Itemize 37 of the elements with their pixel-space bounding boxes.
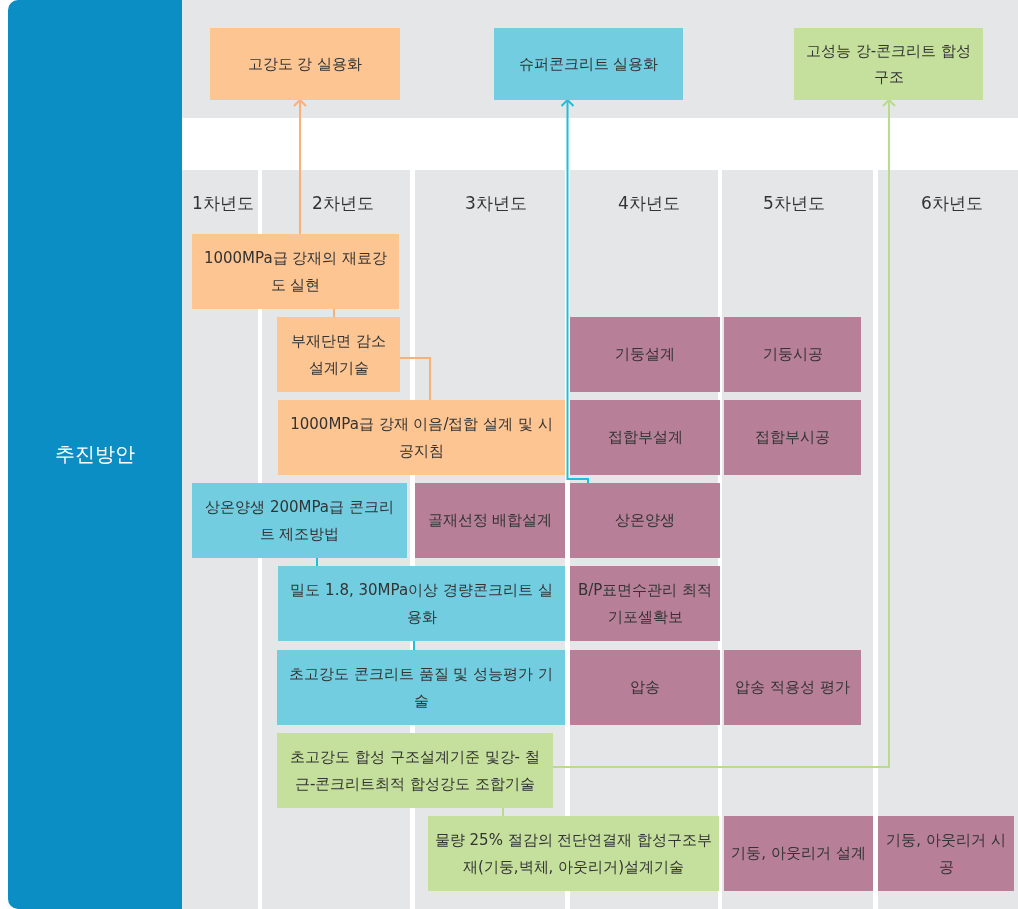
- task-box: 접합부시공: [724, 400, 861, 475]
- task-box: B/P표면수관리 최적 기포셀확보: [570, 566, 720, 641]
- task-box: 상온양생: [570, 483, 720, 558]
- task-box: 압송: [570, 650, 720, 725]
- task-box: 접합부설계: [570, 400, 720, 475]
- year-header: 1차년도: [192, 192, 254, 215]
- goal-box: 슈퍼콘크리트 실용화: [494, 28, 683, 100]
- goal-box: 고강도 강 실용화: [210, 28, 400, 100]
- arrow: [552, 99, 896, 768]
- task-box: 초고강도 합성 구조설계기준 및강- 철근-콘크리트최적 합성강도 조합기술: [277, 733, 553, 808]
- year-header: 6차년도: [921, 192, 983, 215]
- task-box: 부재단면 감소 설계기술: [277, 317, 400, 392]
- year-header: 4차년도: [618, 192, 680, 215]
- sidebar-panel: 추진방안: [8, 0, 182, 909]
- connector-line: [502, 807, 504, 817]
- arrow: [293, 99, 307, 235]
- task-box: 1000MPa급 강재 이음/접합 설계 및 시공지침: [278, 400, 565, 475]
- task-box: 초고강도 콘크리트 품질 및 성능평가 기술: [277, 650, 565, 725]
- task-box: 기둥, 아웃리거 설계: [724, 816, 873, 891]
- task-box: 압송 적용성 평가: [724, 650, 861, 725]
- year-header: 3차년도: [465, 192, 527, 215]
- year-header: 2차년도: [312, 192, 374, 215]
- connector-line: [316, 557, 318, 567]
- task-box: 기둥시공: [724, 317, 861, 392]
- arrow: [560, 99, 589, 484]
- connector-line: [333, 308, 335, 318]
- task-box: 물량 25% 절감의 전단연결재 합성구조부재(기둥,벽체, 아웃리거)설계기술: [428, 816, 719, 891]
- goal-box: 고성능 강-콘크리트 합성구조: [794, 28, 983, 100]
- connector-line: [413, 640, 415, 651]
- connector-line: [399, 357, 431, 401]
- task-box: 골재선정 배합설계: [415, 483, 565, 558]
- task-box: 기둥설계: [570, 317, 720, 392]
- task-box: 기둥, 아웃리거 시공: [878, 816, 1014, 891]
- task-box: 밀도 1.8, 30MPa이상 경량콘크리트 실용화: [278, 566, 565, 641]
- task-box: 상온양생 200MPa급 콘크리트 제조방법: [192, 483, 407, 558]
- year-header: 5차년도: [763, 192, 825, 215]
- task-box: 1000MPa급 강재의 재료강도 실현: [192, 234, 399, 309]
